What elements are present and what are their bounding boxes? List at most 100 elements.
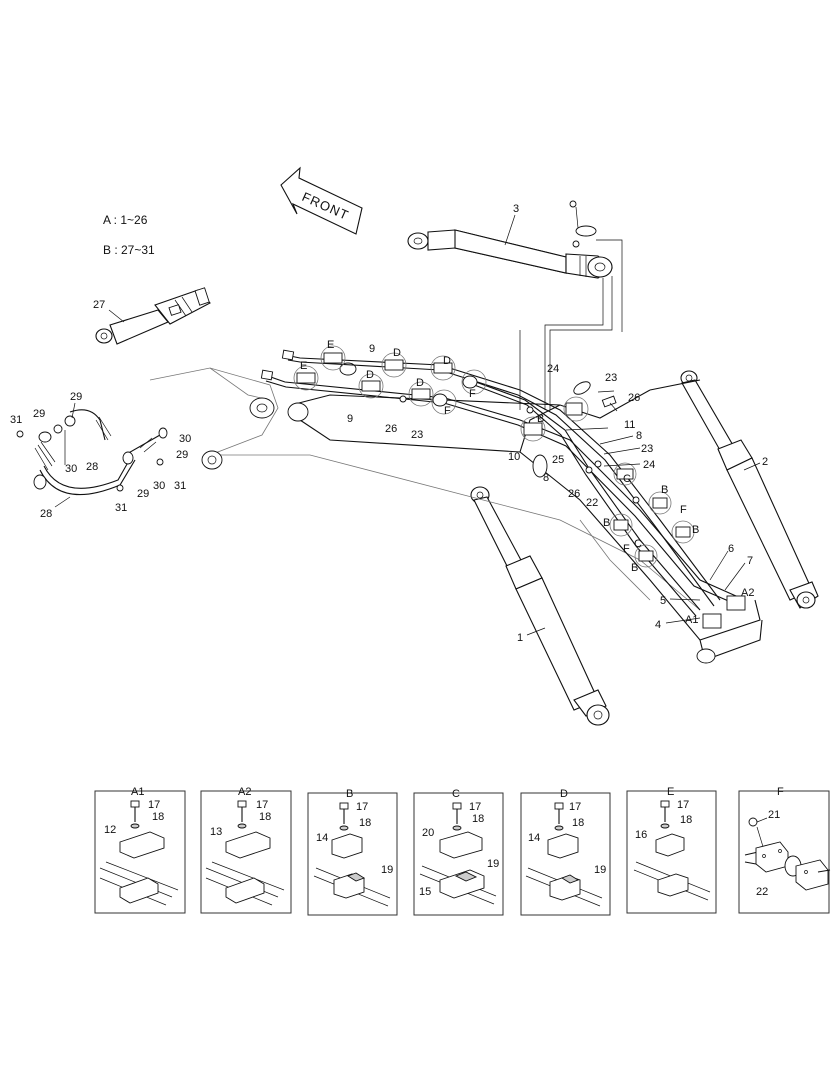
callout: 23 [605, 372, 617, 384]
marker: B [537, 413, 544, 425]
callout: 9 [347, 413, 353, 425]
callout: 27 [93, 299, 105, 311]
detail-panel-e: E 17 18 16 [626, 786, 717, 914]
label-b-18: 18 [359, 817, 371, 829]
marker: D [366, 369, 374, 381]
callout: 26 [628, 392, 640, 404]
marker: D [393, 347, 401, 359]
label-e-16: 16 [635, 829, 647, 841]
hydraulic-pipes [260, 349, 746, 617]
callout: 7 [747, 555, 753, 567]
callout: 29 [176, 449, 188, 461]
callout: 6 [728, 543, 734, 555]
marker: B [631, 562, 638, 574]
marker: E [300, 360, 307, 372]
clamp-markers: E D D E D D F F B B C B F B C F B A2 A1 [300, 339, 754, 626]
detail-title-a2: A2 [238, 786, 251, 798]
detail-title-d: D [560, 788, 568, 800]
callout: 29 [70, 391, 82, 403]
label-d-17: 17 [569, 801, 581, 813]
marker: F [444, 405, 451, 417]
label-d-14: 14 [528, 832, 540, 844]
label-c-20: 20 [422, 827, 434, 839]
marker: B [661, 484, 668, 496]
marker: C [623, 473, 631, 485]
label-c-17: 17 [469, 801, 481, 813]
callout: 9 [369, 343, 375, 355]
detail-panel-f: F 21 22 [738, 786, 831, 914]
marker: C [634, 538, 642, 550]
callout: 31 [115, 502, 127, 514]
boom-structure [149, 362, 763, 664]
label-b-19: 19 [381, 864, 393, 876]
callout: 23 [641, 443, 653, 455]
marker: B [692, 524, 699, 536]
front-direction-arrow: FRONT [280, 166, 363, 235]
callout: 3 [513, 203, 519, 215]
label-e-17: 17 [677, 799, 689, 811]
label-c-18: 18 [472, 813, 484, 825]
pipe-clamps [296, 352, 746, 629]
legend-range-b: B : 27~31 [103, 243, 155, 257]
label-a1-12: 12 [104, 824, 116, 836]
detail-title-b: B [346, 788, 353, 800]
leader-lines [54, 214, 761, 636]
hose-assembly [16, 409, 168, 496]
front-arrow-label: FRONT [300, 189, 352, 223]
label-b-14: 14 [316, 832, 328, 844]
label-a2-13: 13 [210, 826, 222, 838]
callout: 31 [174, 480, 186, 492]
marker-circles [293, 345, 695, 568]
callout: 31 [10, 414, 22, 426]
arm-cylinder [407, 200, 613, 279]
detail-panel-a2: A2 17 18 13 [200, 786, 292, 914]
marker: F [680, 504, 687, 516]
detail-title-f: F [777, 786, 784, 798]
callout: 30 [179, 433, 191, 445]
callout: 24 [547, 363, 559, 375]
legend-range-a: A : 1~26 [103, 213, 148, 227]
label-f-22: 22 [756, 886, 768, 898]
label-c-19: 19 [487, 858, 499, 870]
callout: 23 [411, 429, 423, 441]
label-c-15: 15 [419, 886, 431, 898]
label-f-21: 21 [768, 809, 780, 821]
callout: 8 [543, 472, 549, 484]
boom-cylinder-right [680, 370, 819, 609]
detail-panel-c: C 17 18 20 19 15 [413, 788, 504, 916]
callout: 26 [568, 488, 580, 500]
callout: 10 [508, 451, 520, 463]
label-d-18: 18 [572, 817, 584, 829]
callout: 5 [660, 595, 666, 607]
callout: 30 [65, 463, 77, 475]
label-a1-18: 18 [152, 811, 164, 823]
label-a2-18: 18 [259, 811, 271, 823]
cylinder-pipe-bracket [519, 239, 623, 410]
detail-panel-a1: A1 17 18 12 [94, 786, 186, 914]
label-a2-17: 17 [256, 799, 268, 811]
callout: 24 [643, 459, 655, 471]
detail-title-c: C [452, 788, 460, 800]
bucket-cylinder-b [95, 287, 211, 345]
label-a1-17: 17 [148, 799, 160, 811]
label-d-19: 19 [594, 864, 606, 876]
callout: 28 [86, 461, 98, 473]
callout: 30 [153, 480, 165, 492]
callout: 8 [636, 430, 642, 442]
detail-panel-d: D 17 18 14 19 [520, 788, 611, 916]
callout: 1 [517, 632, 523, 644]
marker: D [416, 377, 424, 389]
detail-panel-b: B 17 18 14 19 [307, 788, 398, 916]
marker: F [623, 543, 630, 555]
callout: 2 [762, 456, 768, 468]
callout: 26 [385, 423, 397, 435]
callout: 29 [137, 488, 149, 500]
callout: 25 [552, 454, 564, 466]
marker: A1 [685, 614, 698, 626]
marker: B [603, 517, 610, 529]
label-b-17: 17 [356, 801, 368, 813]
marker: E [327, 339, 334, 351]
callout: 28 [40, 508, 52, 520]
boom-cylinder-left [470, 486, 610, 726]
